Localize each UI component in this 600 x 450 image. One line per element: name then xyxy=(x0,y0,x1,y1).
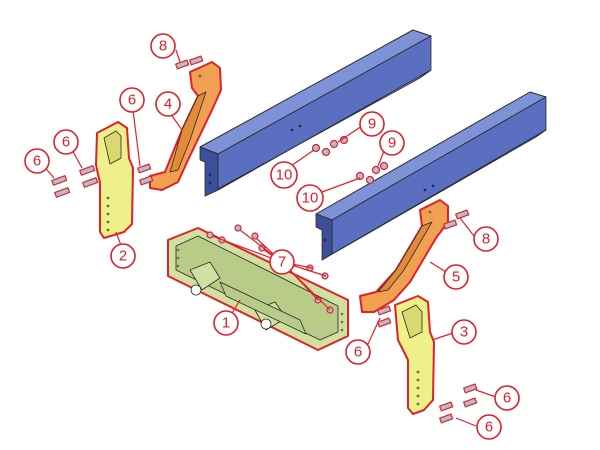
callouts: 1 2 3 4 5 6 6 6 xyxy=(24,33,520,440)
svg-text:7: 7 xyxy=(278,254,286,271)
upper-support-bracket xyxy=(149,61,222,191)
callout-7-nut: 7 xyxy=(269,249,295,275)
callout-8-bolt: 8 xyxy=(473,226,499,252)
callout-10-nut: 10 xyxy=(296,184,324,212)
svg-text:1: 1 xyxy=(222,315,230,332)
callout-3-right-plate: 3 xyxy=(451,319,477,345)
callout-8-bolt: 8 xyxy=(150,33,176,59)
callout-6-bolt: 6 xyxy=(119,87,145,113)
svg-text:6: 6 xyxy=(62,134,70,151)
callout-10-nut: 10 xyxy=(270,161,298,189)
svg-text:10: 10 xyxy=(276,167,293,184)
svg-text:6: 6 xyxy=(485,419,493,436)
left-mounting-plate xyxy=(95,121,134,239)
svg-text:9: 9 xyxy=(388,135,396,152)
bolt-hardware xyxy=(51,55,478,424)
callout-6-bolt: 6 xyxy=(345,339,371,365)
svg-text:9: 9 xyxy=(368,116,376,133)
callout-6-bolt: 6 xyxy=(476,414,502,440)
svg-text:8: 8 xyxy=(482,231,490,248)
callout-2-left-plate: 2 xyxy=(110,243,136,269)
svg-text:6: 6 xyxy=(354,344,362,361)
callout-6-bolt: 6 xyxy=(53,129,79,155)
upper-frame-rail xyxy=(199,29,432,197)
svg-text:6: 6 xyxy=(128,92,136,109)
callout-5-lower-bracket: 5 xyxy=(443,264,469,290)
svg-text:10: 10 xyxy=(302,190,319,207)
svg-text:6: 6 xyxy=(503,390,511,407)
lower-support-bracket xyxy=(359,199,449,313)
crossmember xyxy=(167,227,349,351)
svg-text:8: 8 xyxy=(159,38,167,55)
callout-1-crossmember: 1 xyxy=(213,310,239,336)
svg-text:2: 2 xyxy=(119,248,127,265)
lower-frame-rail xyxy=(315,91,547,261)
svg-text:6: 6 xyxy=(33,153,41,170)
svg-text:5: 5 xyxy=(452,269,460,286)
svg-text:3: 3 xyxy=(460,324,468,341)
right-mounting-plate xyxy=(394,295,435,415)
svg-text:4: 4 xyxy=(164,96,172,113)
callout-9-washer: 9 xyxy=(359,111,385,137)
callout-6-bolt: 6 xyxy=(494,385,520,411)
callout-6-bolt: 6 xyxy=(24,148,50,174)
callout-4-upper-bracket: 4 xyxy=(155,91,181,117)
callout-9-washer: 9 xyxy=(379,130,405,156)
